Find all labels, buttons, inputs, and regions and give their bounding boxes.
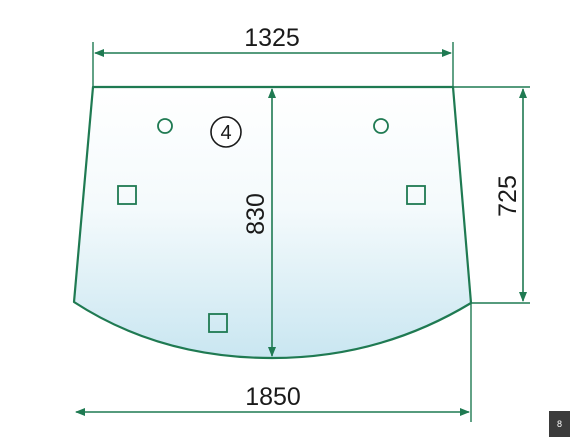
- top-width-label: 1325: [244, 24, 300, 52]
- square-hole-left: [117, 185, 137, 205]
- square-hole-right: [406, 185, 426, 205]
- extension-lines: [92, 42, 530, 422]
- part-number-label: 4: [220, 122, 231, 144]
- total-height-label: 830: [242, 193, 270, 235]
- side-height-label: 725: [494, 175, 522, 217]
- bottom-width-label: 1850: [245, 383, 301, 411]
- square-hole-bottom: [208, 313, 228, 333]
- part-number-circle: [210, 116, 242, 148]
- round-hole-left: [157, 118, 173, 134]
- corner-tag: 8: [549, 411, 570, 437]
- round-hole-right: [373, 118, 389, 134]
